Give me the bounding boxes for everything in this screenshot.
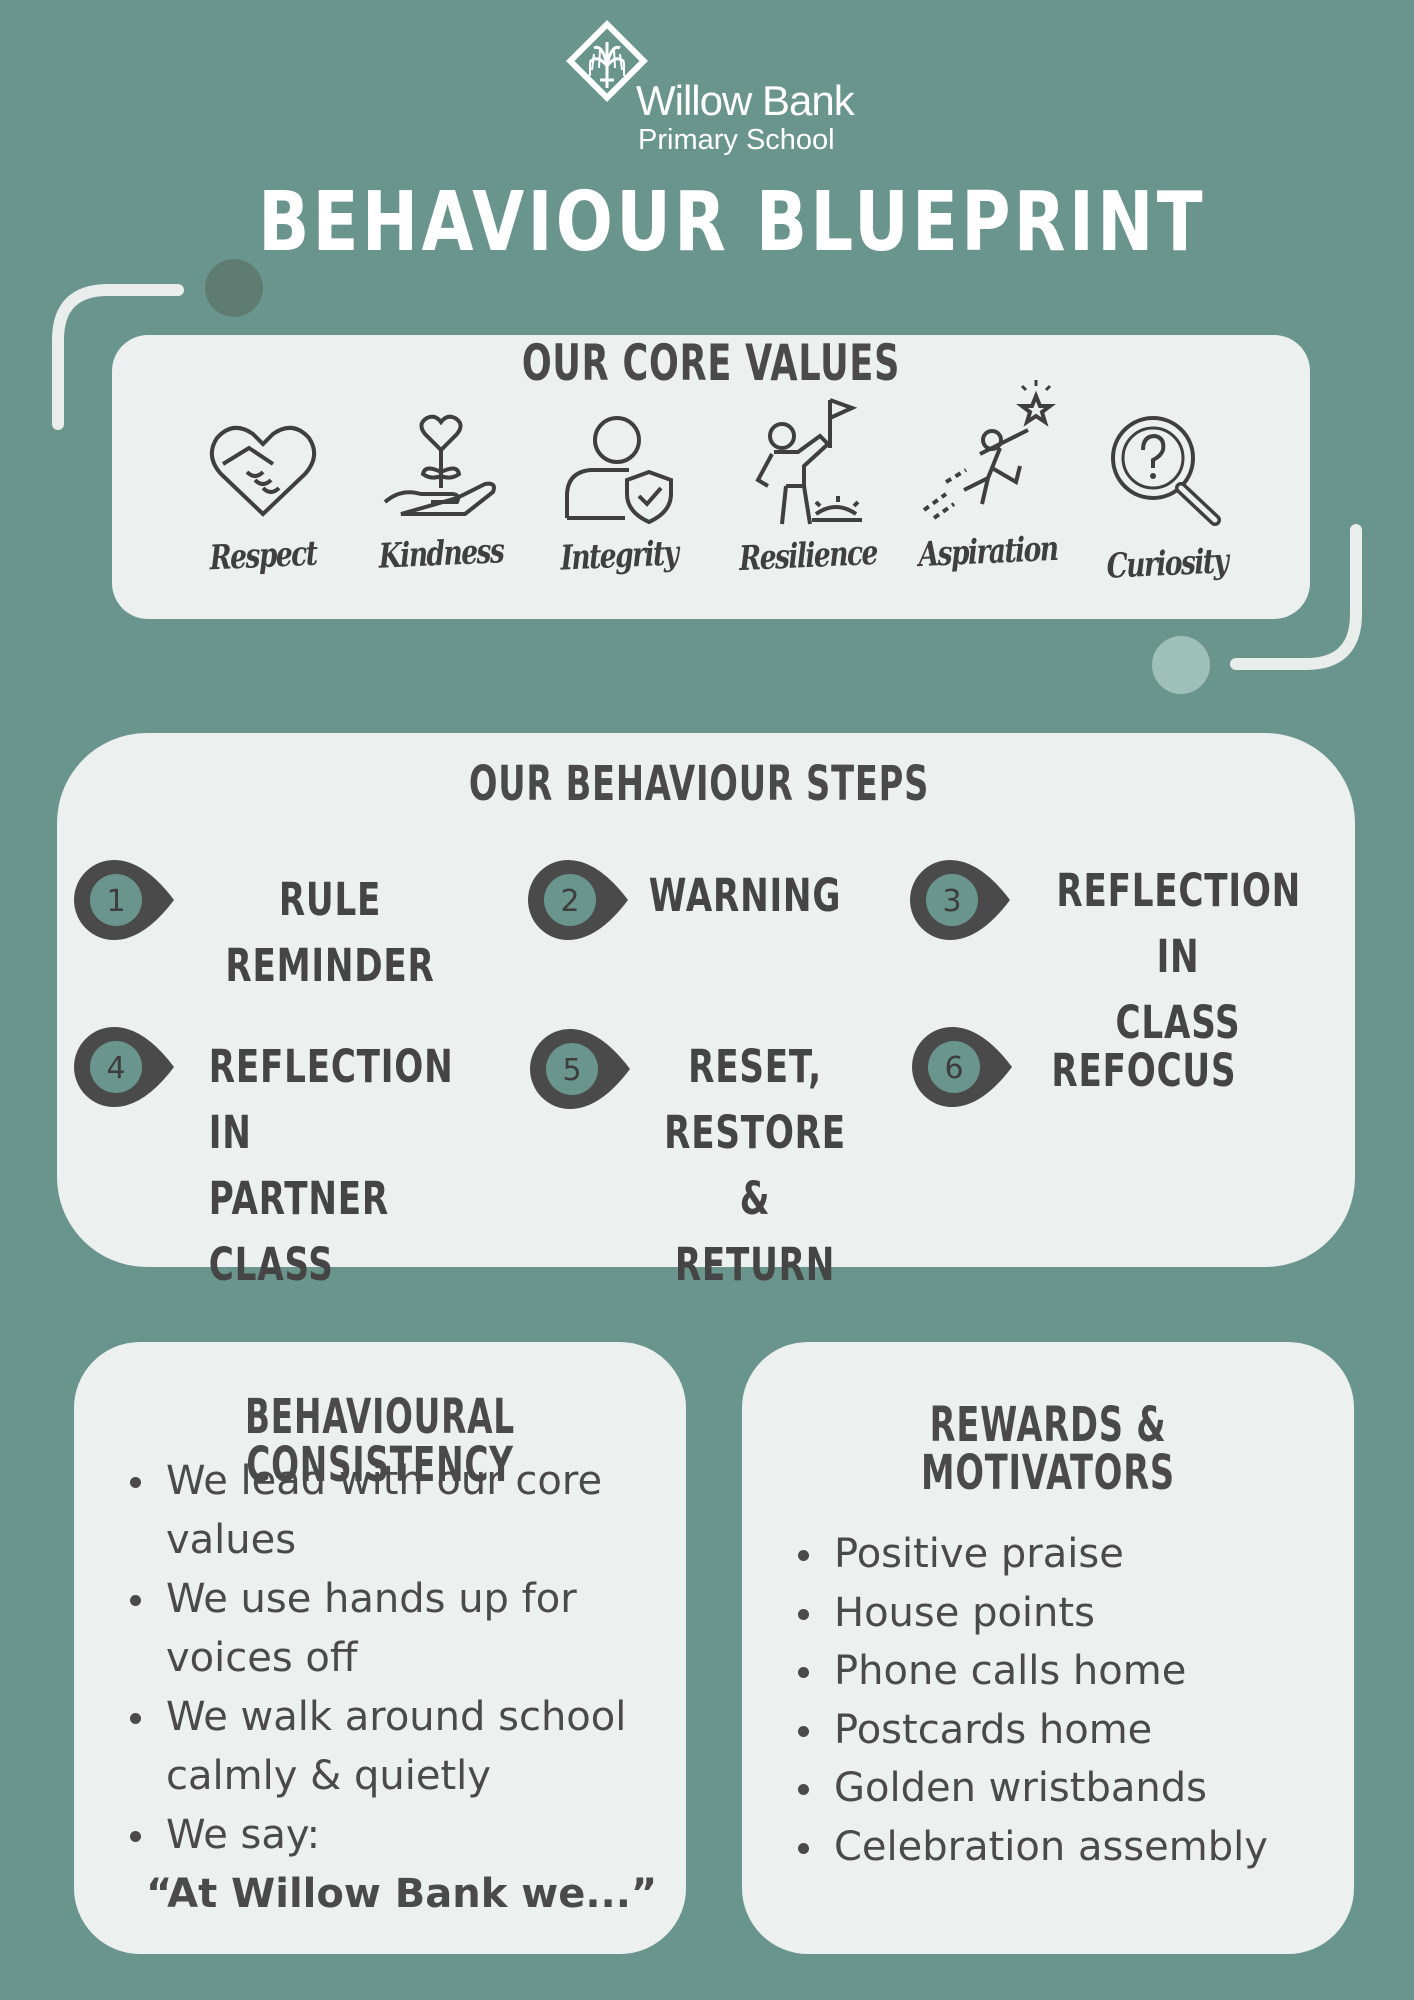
core-values-heading: OUR CORE VALUES	[521, 334, 901, 392]
person-shield-icon	[565, 416, 673, 524]
consistency-item: We walk around school calmly & quietly	[124, 1688, 664, 1806]
reward-item: House points	[792, 1584, 1332, 1643]
step-5-line-1: RESET,	[688, 1040, 822, 1093]
step-4-line-1: REFLECTION IN	[208, 1040, 454, 1159]
rewards-motivators-panel	[742, 1342, 1354, 1954]
value-kindness: Kindness	[366, 410, 516, 577]
consistency-item: We use hands up for voices off	[124, 1570, 664, 1688]
decor-dot-bottom-right	[1152, 636, 1210, 694]
school-logo-icon	[565, 19, 649, 103]
step-text-5: RESET, RESTORE & RETURN	[649, 1034, 862, 1298]
step-badge-2: 2	[528, 860, 628, 940]
runner-star-icon	[922, 380, 1056, 520]
value-curiosity: Curiosity	[1092, 414, 1242, 587]
consistency-item: We say:	[124, 1806, 664, 1865]
step-number-5: 5	[562, 1053, 581, 1088]
core-values-panel	[112, 335, 1310, 619]
step-text-3: REFLECTION IN CLASS	[1056, 858, 1302, 1056]
climber-flag-icon	[755, 398, 862, 525]
step-number-1: 1	[106, 884, 125, 919]
step-number-6: 6	[944, 1051, 963, 1086]
value-label-aspiration: Aspiration	[918, 528, 1058, 576]
value-label-integrity: Integrity	[559, 533, 679, 579]
step-text-4: REFLECTION IN PARTNER CLASS	[209, 1034, 467, 1298]
handshake-heart-icon	[209, 426, 317, 517]
value-label-resilience: Resilience	[738, 532, 878, 580]
behaviour-steps-panel	[57, 733, 1355, 1267]
step-badge-3: 3	[910, 860, 1010, 940]
step-6-line-1: REFOCUS	[1051, 1044, 1237, 1097]
school-subtitle: Primary School	[638, 124, 835, 156]
step-3-line-2: CLASS	[1115, 996, 1241, 1049]
value-label-curiosity: Curiosity	[1106, 541, 1228, 587]
rewards-motivators-heading: REWARDS & MOTIVATORS	[921, 1397, 1175, 1501]
value-integrity: Integrity	[544, 414, 694, 579]
step-badge-6: 6	[912, 1027, 1012, 1107]
value-label-respect: Respect	[209, 533, 317, 579]
value-aspiration: Aspiration	[913, 378, 1063, 575]
reward-item: Postcards home	[792, 1701, 1332, 1760]
consistency-item: We lead with our core values	[124, 1452, 664, 1570]
page-title: BEHAVIOUR BLUEPRINT	[258, 175, 1206, 270]
reward-item: Phone calls home	[792, 1642, 1332, 1701]
step-number-4: 4	[106, 1051, 125, 1086]
consistency-quote: “At Willow Bank we...”	[146, 1871, 658, 1917]
value-label-kindness: Kindness	[378, 531, 504, 577]
behavioural-consistency-panel	[74, 1342, 686, 1954]
heart-plant-hand-icon	[383, 414, 496, 516]
value-resilience: Resilience	[733, 396, 883, 579]
decor-dot-top-left	[205, 259, 263, 317]
reward-item: Golden wristbands	[792, 1759, 1332, 1818]
step-1-line-1: RULE REMINDER	[225, 873, 435, 992]
rewards-motivators-list: Positive praise House points Phone calls…	[792, 1525, 1332, 1876]
magnifier-question-icon	[1111, 416, 1221, 526]
behavioural-consistency-heading: BEHAVIOURAL CONSISTENCY	[245, 1389, 515, 1493]
school-name: Willow Bank	[636, 77, 855, 124]
step-text-2: WARNING	[648, 863, 842, 929]
step-2-line-1: WARNING	[648, 869, 842, 922]
step-3-line-1: REFLECTION IN	[1056, 864, 1302, 983]
behavioural-consistency-list: We lead with our core values We use hand…	[124, 1452, 664, 1924]
behaviour-steps-heading: OUR BEHAVIOUR STEPS	[468, 756, 930, 812]
step-text-1: RULE REMINDER	[208, 867, 451, 999]
step-5-line-2: RESTORE &	[664, 1106, 846, 1225]
step-badge-4: 4	[74, 1027, 174, 1107]
step-text-6: REFOCUS	[1051, 1038, 1237, 1104]
step-4-line-2: PARTNER CLASS	[208, 1172, 389, 1291]
step-5-line-3: RETURN	[674, 1238, 836, 1291]
decor-arc-bottom-right	[1230, 524, 1362, 670]
step-number-2: 2	[560, 884, 579, 919]
value-respect: Respect	[188, 414, 338, 578]
reward-item: Positive praise	[792, 1525, 1332, 1584]
decor-arc-top-left	[52, 284, 184, 430]
step-badge-5: 5	[530, 1029, 630, 1109]
step-badge-1: 1	[74, 860, 174, 940]
step-number-3: 3	[942, 884, 961, 919]
reward-item: Celebration assembly	[792, 1818, 1332, 1877]
